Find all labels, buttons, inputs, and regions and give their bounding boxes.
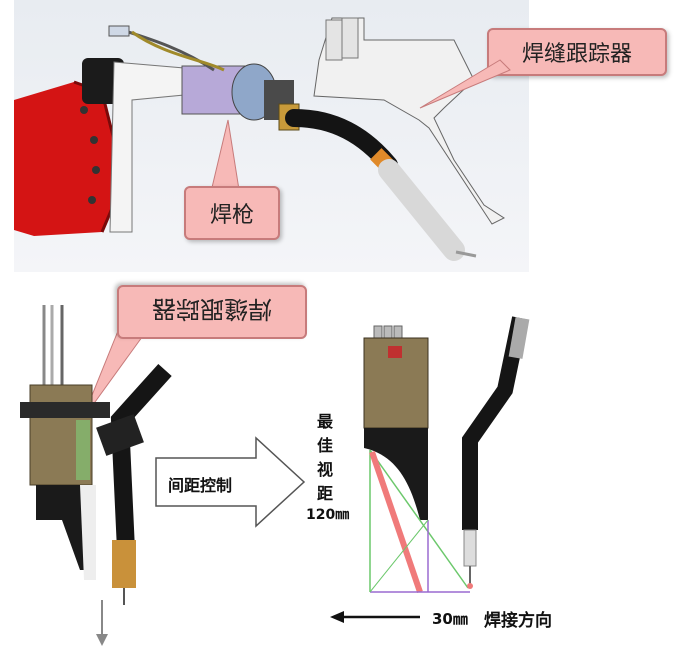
best-view-distance-value: 120㎜ <box>306 507 350 523</box>
best-view-distance-char-4: 距 <box>317 484 334 503</box>
photo-sensor-body <box>29 384 93 486</box>
best-view-distance-char-1: 最 <box>317 412 334 431</box>
mount-bracket <box>109 61 185 233</box>
schematic-sensor-body <box>363 337 429 429</box>
callout-welding-gun: 焊枪 <box>184 186 280 240</box>
schematic-sensor-lower <box>364 428 428 520</box>
torch-nozzle <box>378 159 465 261</box>
callout-seam-tracker-top: 焊缝跟踪器 <box>487 28 667 76</box>
callout-seam-tracker-bottom: 焊缝跟踪器 <box>117 285 307 339</box>
welding-direction-label: 焊接方向 <box>484 611 552 631</box>
spacing-control-label: 间距控制 <box>168 476 233 495</box>
laser-line <box>369 451 423 593</box>
schematic-torch <box>462 316 528 530</box>
best-view-distance-char-3: 视 <box>317 460 334 479</box>
robot-flange <box>14 82 124 236</box>
green-diagonal-line <box>369 449 469 589</box>
offset-distance-label: 30㎜ <box>432 610 468 628</box>
best-view-distance-char-2: 佳 <box>317 436 334 455</box>
photo-torch <box>110 363 172 551</box>
